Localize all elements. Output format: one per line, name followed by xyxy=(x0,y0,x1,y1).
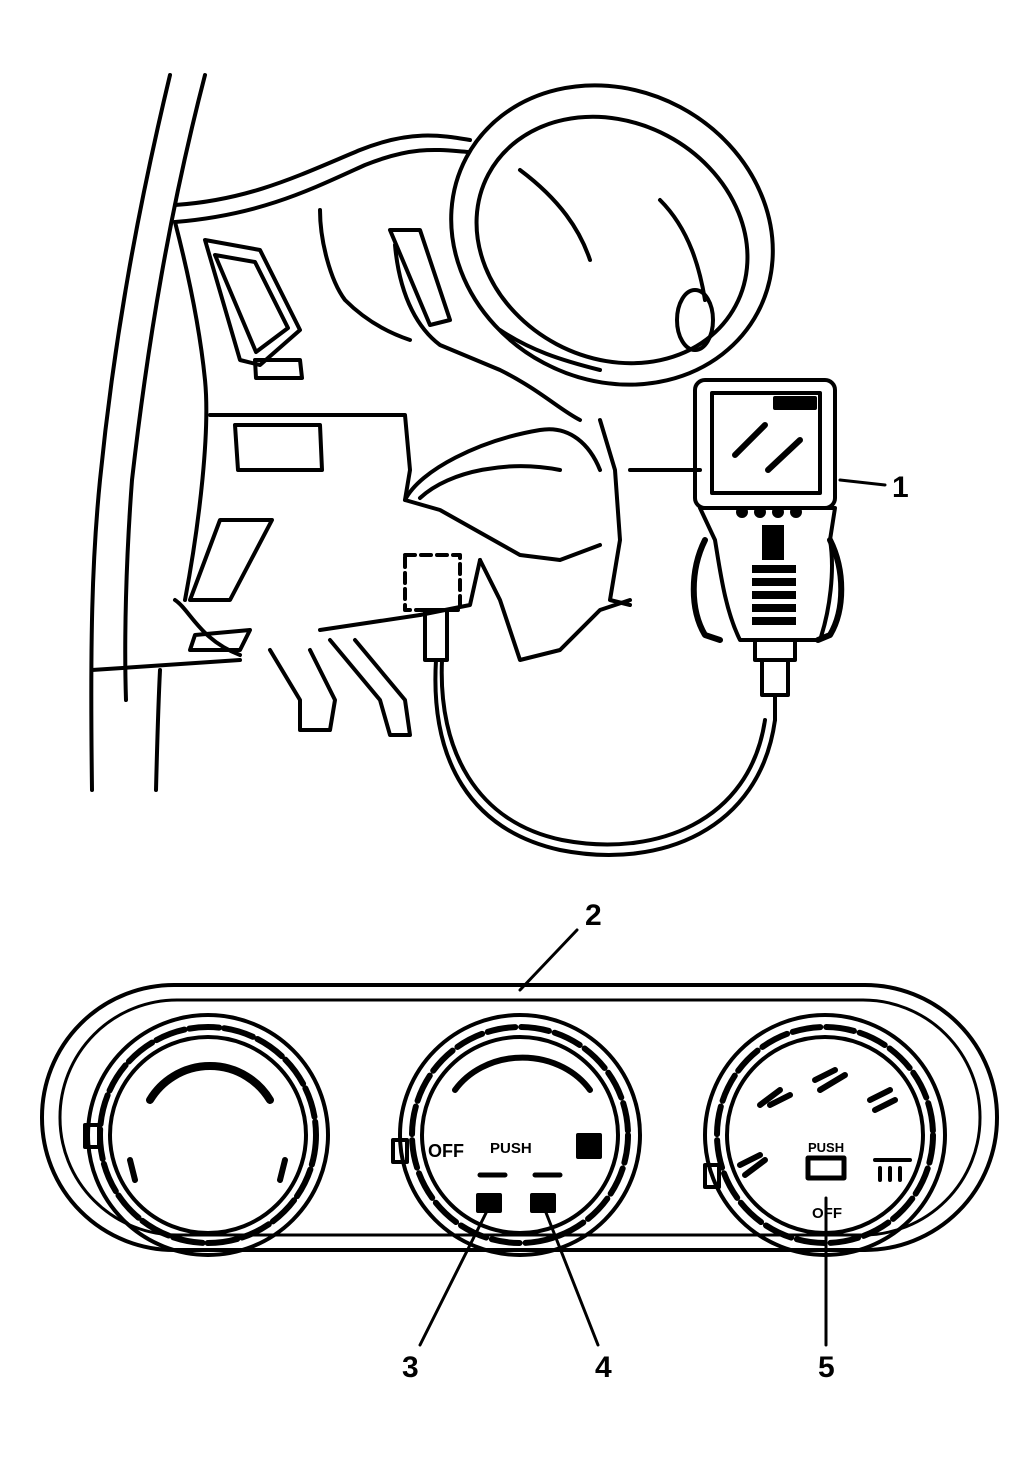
callout-2-leader xyxy=(518,928,579,992)
callout-4: 4 xyxy=(595,1351,612,1384)
steering-wheel xyxy=(449,83,775,387)
panel-push-right-label: PUSH xyxy=(808,1140,844,1155)
callout-5: 5 xyxy=(818,1351,835,1384)
pedals xyxy=(268,648,337,732)
panel-push-label: PUSH xyxy=(490,1140,532,1157)
panel-off-label: OFF xyxy=(428,1141,464,1161)
a-pillar xyxy=(89,73,172,792)
vehicle-interior-illustration xyxy=(89,73,777,857)
scan-tool xyxy=(690,378,845,722)
temperature-knob xyxy=(83,1013,330,1257)
callout-3-leader xyxy=(418,1203,492,1347)
panel-off-right-label: OFF xyxy=(812,1205,842,1222)
callout-1: 1 xyxy=(892,471,909,504)
callout-3: 3 xyxy=(402,1351,419,1384)
blower-knob xyxy=(391,1013,642,1257)
scan-tool-cable xyxy=(433,658,777,857)
callout-2: 2 xyxy=(585,899,602,932)
callout-4-leader xyxy=(541,1203,600,1347)
dashboard xyxy=(173,133,472,207)
callout-1-leader xyxy=(838,478,887,487)
hvac-control-panel xyxy=(40,983,999,1257)
dlc-connector xyxy=(403,553,462,612)
